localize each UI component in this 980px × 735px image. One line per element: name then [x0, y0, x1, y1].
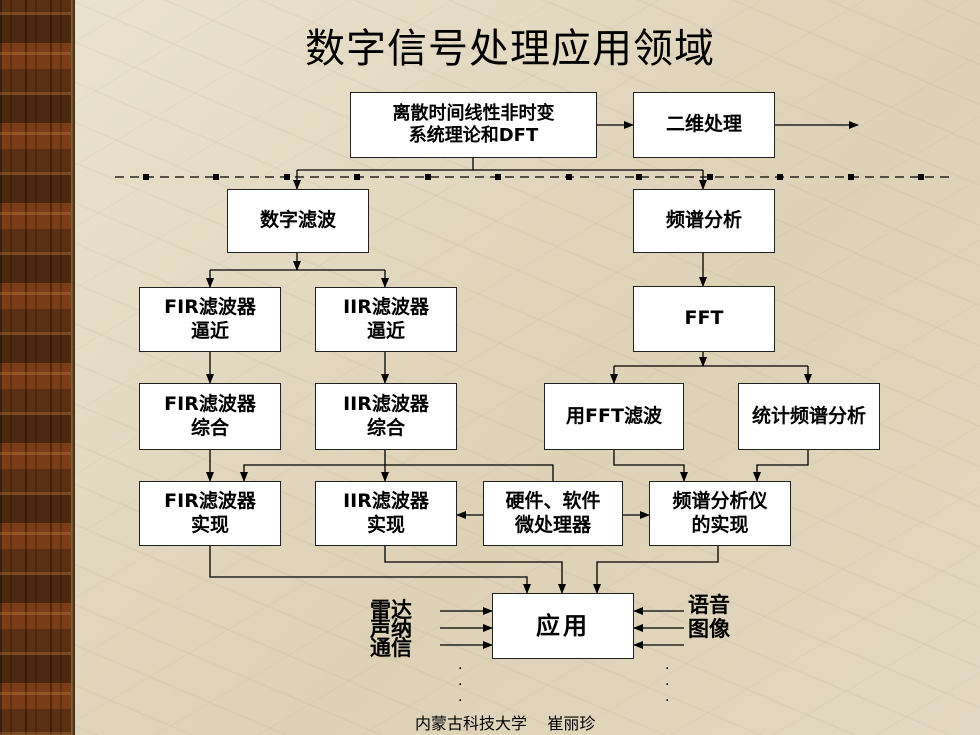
left-app-sonar: 声纳	[370, 617, 412, 641]
footer-credit: 内蒙古科技大学 崔丽珍	[415, 714, 596, 733]
arrow-analyzer-app	[593, 546, 719, 594]
arrow-iir-impl-app	[384, 546, 566, 594]
wood-strip-decoration	[0, 0, 75, 735]
wood-strip-texture	[0, 0, 75, 735]
left-app-radar: 雷达	[370, 598, 412, 622]
box-iir-impl: IIR滤波器 实现	[315, 481, 457, 546]
right-app-image: 图像	[688, 617, 730, 641]
ellipsis-right: . . .	[665, 657, 670, 705]
arrow-fft-filter-analyzer	[613, 450, 688, 482]
box-fft: FFT	[633, 286, 775, 352]
ellipsis-left: . . .	[458, 657, 463, 705]
arrow-hw-to-fir-impl	[240, 464, 554, 482]
box-stat-spectrum: 统计频谱分析	[738, 383, 880, 450]
box-analyzer: 频谱分析仪 的实现	[649, 481, 791, 546]
box-fir-design: FIR滤波器 综合	[139, 383, 281, 450]
box-iir-approx: IIR滤波器 逼近	[315, 287, 457, 352]
box-iir-design: IIR滤波器 综合	[315, 383, 457, 450]
box-hw-sw: 硬件、软件 微处理器	[483, 481, 623, 546]
slide-title: 数字信号处理应用领域	[305, 26, 715, 72]
box-spectrum-analysis: 频谱分析	[633, 189, 775, 253]
separator-ticks	[143, 174, 924, 180]
box-digital-filter: 数字滤波	[227, 189, 369, 253]
left-app-communication: 通信	[370, 636, 412, 660]
arrow-fir-impl-app	[209, 546, 531, 594]
box-fir-approx: FIR滤波器 逼近	[139, 287, 281, 352]
arrow-stat-analyzer	[753, 450, 809, 482]
box-2d-processing: 二维处理	[633, 92, 775, 158]
right-app-speech: 语音	[688, 593, 730, 617]
box-fft-filter: 用FFT滤波	[544, 383, 684, 450]
box-fir-impl: FIR滤波器 实现	[139, 481, 281, 546]
wood-strip-edge	[71, 0, 75, 735]
box-application: 应用	[492, 593, 634, 659]
box-theory: 离散时间线性非时变 系统理论和DFT	[350, 92, 597, 158]
